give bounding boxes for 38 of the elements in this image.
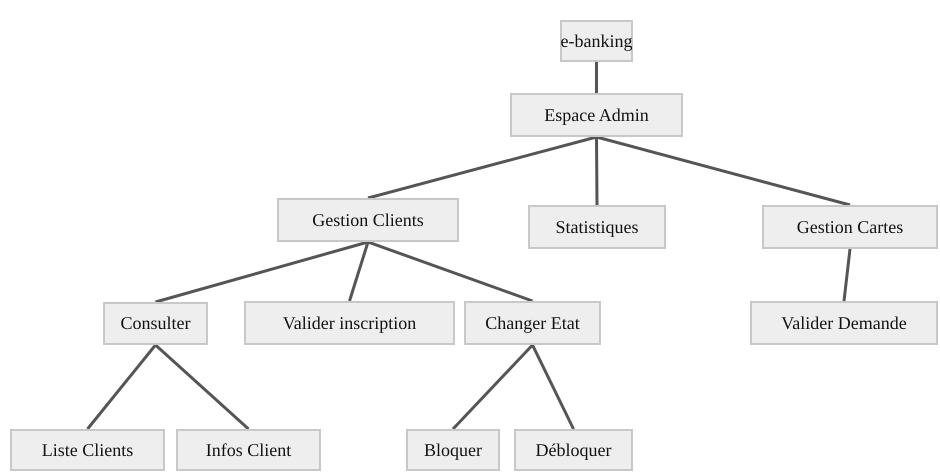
node-box bbox=[406, 429, 500, 471]
node-box bbox=[244, 301, 455, 345]
node-box bbox=[750, 301, 938, 345]
node-box bbox=[176, 429, 321, 471]
node-label: Changer Etat bbox=[485, 312, 580, 335]
node-label: Valider Demande bbox=[781, 312, 907, 334]
node-box bbox=[560, 20, 633, 62]
connector-line bbox=[368, 136, 597, 200]
node-box bbox=[10, 429, 165, 471]
node-box bbox=[464, 301, 601, 345]
connector-line bbox=[368, 240, 533, 302]
node-box bbox=[762, 205, 938, 249]
node-label: Gestion Clients bbox=[312, 208, 424, 232]
node-label: e-banking bbox=[560, 30, 632, 53]
connector-line bbox=[154, 344, 250, 430]
connector-line bbox=[531, 344, 575, 430]
node-label: Gestion Cartes bbox=[796, 216, 904, 238]
connector-line bbox=[842, 248, 852, 302]
connector-line bbox=[86, 344, 157, 430]
node-label: Liste Clients bbox=[42, 438, 134, 462]
node-label: Consulter bbox=[120, 312, 190, 335]
node-label: Débloquer bbox=[536, 438, 612, 462]
connector-line bbox=[596, 136, 850, 206]
node-label: Espace Admin bbox=[544, 104, 649, 127]
connector-line bbox=[595, 62, 598, 93]
node-box bbox=[103, 302, 208, 345]
node-label: Infos Client bbox=[206, 438, 292, 462]
node-box bbox=[510, 93, 683, 137]
node-box bbox=[514, 429, 633, 471]
node-box bbox=[528, 205, 666, 249]
node-label: Valider inscription bbox=[282, 312, 416, 335]
connector-line bbox=[155, 240, 368, 304]
node-box bbox=[277, 198, 459, 242]
connector-line bbox=[595, 136, 598, 206]
node-label: Statistiques bbox=[555, 216, 638, 239]
connector-line bbox=[348, 242, 370, 302]
connector-line bbox=[452, 344, 534, 430]
node-label: Bloquer bbox=[424, 438, 482, 462]
